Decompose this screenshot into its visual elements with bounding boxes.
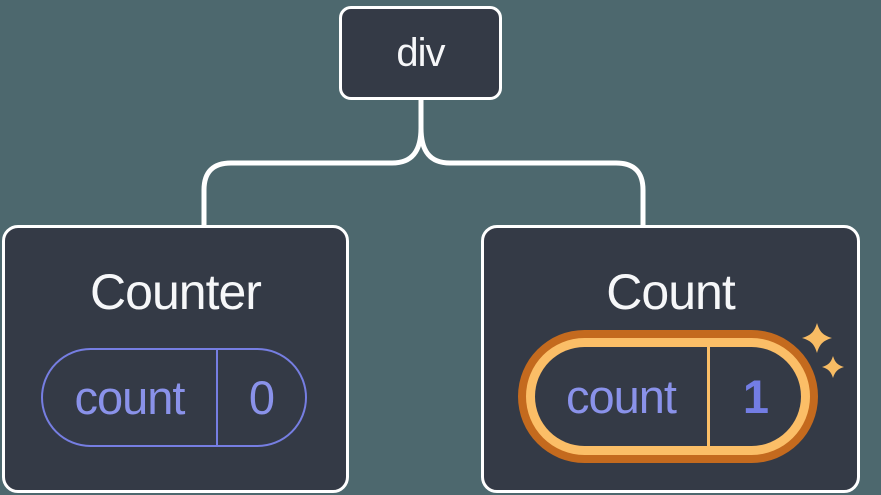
- highlight-ring-inner: count 1: [526, 338, 810, 455]
- component-title: Count: [606, 264, 735, 320]
- state-value-section: 0: [218, 350, 305, 445]
- component-card-counter: Counter count 0: [2, 225, 349, 493]
- pill-divider: [216, 350, 218, 445]
- state-key-section: count: [535, 347, 707, 446]
- state-value: 0: [248, 371, 275, 424]
- state-value-section: 1: [710, 347, 801, 446]
- state-key-section: count: [43, 350, 216, 445]
- state-pill: count 1: [535, 347, 801, 446]
- pill-divider: [707, 347, 710, 446]
- tree-node-div: div: [339, 6, 502, 100]
- highlight-ring: count 1: [518, 330, 818, 463]
- state-pill: count 0: [41, 348, 307, 447]
- state-key-label: count: [566, 370, 677, 423]
- component-card-count: Count count 1: [481, 225, 860, 493]
- state-value: 1: [742, 370, 769, 423]
- component-title: Counter: [90, 264, 262, 320]
- root-node-label: div: [396, 30, 445, 75]
- state-key-label: count: [74, 371, 186, 424]
